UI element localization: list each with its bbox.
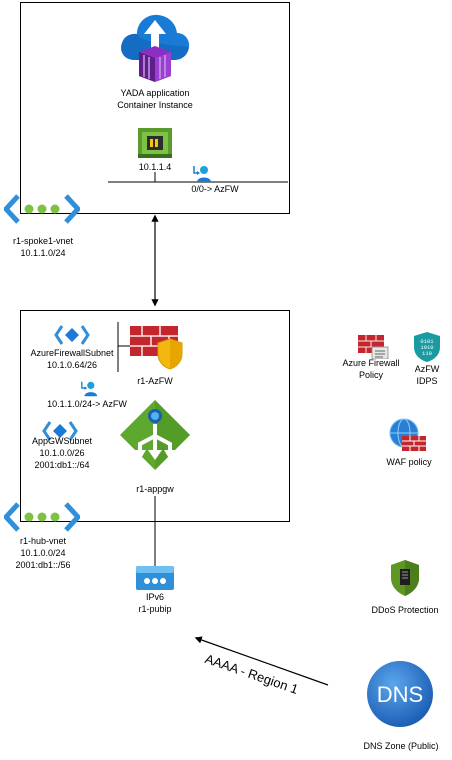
appgw-icon: [118, 398, 192, 472]
firewall-policy-icon: [358, 335, 390, 359]
vnet-icon: [4, 502, 80, 532]
spoke-vnet-cidr: 10.1.1.0/24: [20, 248, 66, 258]
ddos-icon: [390, 560, 420, 596]
idps-icon: 0101 1010 110: [413, 332, 441, 362]
hub-vnet-cidr: 10.1.0.0/24: [20, 548, 66, 558]
container-icon: [135, 46, 175, 82]
subnet-icon: [42, 420, 78, 442]
fw-policy-label-1: Azure Firewall: [342, 358, 400, 368]
idps-badge-line2: 1010: [420, 344, 433, 351]
subnet-icon: [54, 324, 90, 346]
idps-label-2: IDPS: [416, 376, 438, 386]
vnet-icon: [4, 194, 80, 224]
nic-ip: 10.1.1.4: [138, 162, 172, 172]
appgw-subnet-v6: 2001:db1::/64: [34, 460, 90, 470]
route-user-icon: [192, 164, 212, 184]
appgw-subnet-name: AppGWSubnet: [31, 436, 93, 446]
pip-name: r1-pubip: [138, 604, 172, 614]
spoke-route: 0/0-> AzFW: [191, 184, 239, 194]
hub-route: 10.1.1.0/24-> AzFW: [47, 399, 127, 409]
shield-icon: [157, 338, 183, 370]
spoke-vnet-name: r1-spoke1-vnet: [12, 236, 74, 246]
dns-label: DNS Zone (Public): [363, 741, 439, 751]
spoke-vnet-box: [20, 2, 290, 214]
appgw-subnet-cidr: 10.1.0.0/26: [39, 448, 85, 458]
public-ip-icon: [136, 566, 174, 590]
app-label-line2: Container Instance: [117, 100, 193, 110]
idps-label-1: AzFW: [414, 364, 440, 374]
app-label-line1: YADA application: [120, 88, 190, 98]
hub-vnet-box: [20, 310, 290, 522]
pip-badge: IPv6: [145, 592, 164, 602]
idps-badge-line1: 0101: [420, 338, 434, 345]
fw-subnet-name: AzureFirewallSubnet: [30, 348, 114, 358]
nic-icon: [138, 128, 172, 158]
dns-badge: DNS: [377, 682, 423, 707]
waf-label: WAF policy: [386, 457, 432, 467]
appgw-name: r1-appgw: [136, 484, 174, 494]
ddos-label: DDoS Protection: [371, 605, 439, 615]
dns-zone-icon: DNS: [366, 660, 434, 728]
route-user-icon: [80, 380, 98, 398]
firewall-name: r1-AzFW: [137, 376, 173, 386]
idps-badge-line3: 110: [422, 350, 432, 357]
fw-subnet-cidr: 10.1.0.64/26: [46, 360, 98, 370]
dns-flow-arrow: [194, 636, 329, 686]
hub-vnet-name: r1-hub-vnet: [19, 536, 67, 546]
fw-policy-label-2: Policy: [358, 370, 383, 380]
waf-policy-icon: [388, 418, 428, 452]
hub-vnet-v6: 2001:db1::/56: [15, 560, 71, 570]
